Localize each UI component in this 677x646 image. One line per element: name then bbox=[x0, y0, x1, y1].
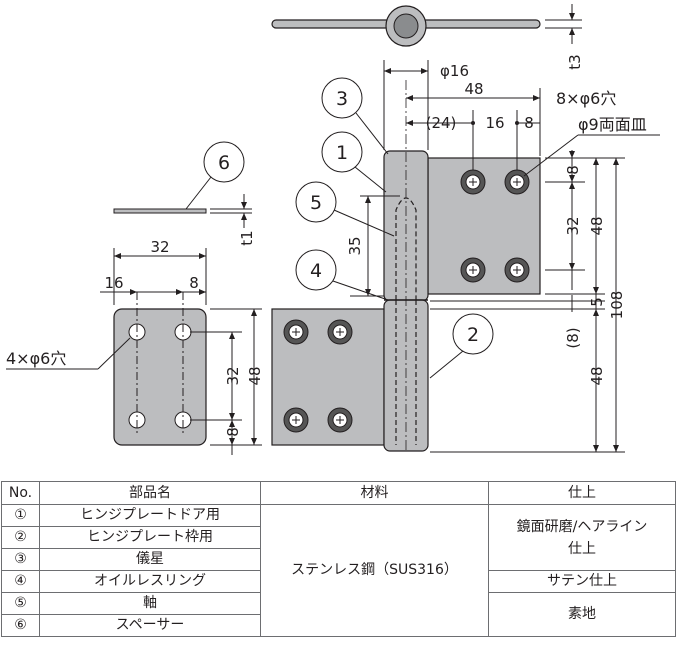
svg-text:2: 2 bbox=[467, 324, 479, 346]
callout-2: 2 bbox=[429, 313, 494, 379]
finish-cell-1: 鏡面研磨/ヘアライン仕上 bbox=[488, 504, 676, 571]
countersunk-hole bbox=[460, 169, 486, 195]
spacer-dim-8v: 8 bbox=[224, 427, 242, 437]
countersunk-hole bbox=[283, 407, 309, 433]
hole-note-2: φ9両面皿 bbox=[578, 115, 647, 134]
callout-4: 4 bbox=[295, 249, 389, 301]
table-row: ⑥ スペーサー bbox=[1, 614, 676, 637]
frame-plate bbox=[271, 308, 385, 446]
svg-text:5: 5 bbox=[310, 192, 322, 214]
hole-note-1: 8×φ6穴 bbox=[556, 89, 616, 108]
spacer-dim-32v: 32 bbox=[224, 366, 242, 385]
countersunk-hole bbox=[460, 257, 486, 283]
spacer-dim-48v: 48 bbox=[246, 366, 264, 385]
top-dimensions: φ16 48 (24) 16 8 8×φ6穴 φ9両面皿 bbox=[383, 60, 660, 177]
table-row: ⑤ 軸 素地 bbox=[1, 592, 676, 637]
row-no: ① bbox=[1, 504, 40, 527]
top-view: t3 bbox=[271, 4, 584, 70]
dim-5-right: 5 bbox=[588, 297, 606, 307]
header-finish: 仕上 bbox=[488, 481, 676, 505]
row-part-name: ヒンジプレート枠用 bbox=[39, 526, 261, 549]
dim-8-right: 8 bbox=[564, 165, 582, 175]
countersunk-hole bbox=[504, 257, 530, 283]
row-part-name: 軸 bbox=[39, 592, 261, 615]
row-no: ⑥ bbox=[1, 614, 40, 637]
dim-48-right-bottom: 48 bbox=[588, 366, 606, 385]
table-header-row: No. 部品名 材料 仕上 bbox=[1, 481, 676, 505]
header-material: 材料 bbox=[260, 481, 489, 505]
row-no: ④ bbox=[1, 570, 40, 593]
callout-5: 5 bbox=[295, 181, 395, 237]
door-plate bbox=[427, 157, 541, 295]
row-part-name: 儀星 bbox=[39, 548, 261, 571]
table-row: ② ヒンジプレート枠用 bbox=[1, 526, 676, 549]
spacer-dim-8: 8 bbox=[189, 274, 199, 292]
countersunk-hole bbox=[327, 407, 353, 433]
svg-text:6: 6 bbox=[218, 152, 230, 174]
dim-24: (24) bbox=[426, 114, 457, 132]
spacer-side-view: t1 bbox=[113, 194, 256, 246]
svg-text:3: 3 bbox=[336, 88, 348, 110]
finish-text-1: 鏡面研磨/ヘアライン仕上 bbox=[516, 518, 648, 557]
finish-cell-2: サテン仕上 bbox=[488, 570, 676, 593]
parts-table: No. 部品名 材料 仕上 ① ヒンジプレートドア用 ステンレス鋼（SUS316… bbox=[1, 481, 676, 637]
spacer-front-view: 32 16 8 4×φ6穴 32 8 48 bbox=[6, 238, 264, 455]
dim-108: 108 bbox=[608, 291, 626, 320]
shaft-dimension: 35 bbox=[346, 195, 400, 297]
row-part-name: スペーサー bbox=[39, 614, 261, 637]
header-no: No. bbox=[1, 481, 40, 505]
dim-t3: t3 bbox=[566, 54, 584, 69]
row-no: ② bbox=[1, 526, 40, 549]
spacer-hole-note: 4×φ6穴 bbox=[6, 349, 66, 368]
spacer-dim-32: 32 bbox=[150, 238, 169, 256]
row-no: ⑤ bbox=[1, 592, 40, 615]
dim-16-holes: 16 bbox=[485, 114, 504, 132]
row-no: ③ bbox=[1, 548, 40, 571]
countersunk-hole bbox=[283, 319, 309, 345]
right-dimensions: 8 32 48 5 108 (8) 48 bbox=[430, 150, 626, 453]
dim-35: 35 bbox=[346, 236, 364, 255]
row-part-name: オイルレスリング bbox=[39, 570, 261, 593]
table-row: ① ヒンジプレートドア用 ステンレス鋼（SUS316） 鏡面研磨/ヘアライン仕上 bbox=[1, 504, 676, 637]
finish-cell-3: 素地 bbox=[488, 592, 676, 637]
hinge-drawing: t3 φ16 48 bbox=[6, 4, 660, 455]
dim-t1: t1 bbox=[238, 230, 256, 245]
row-part-name: ヒンジプレートドア用 bbox=[39, 504, 261, 527]
dim-8-paren: (8) bbox=[564, 327, 582, 348]
callout-6: 6 bbox=[185, 141, 245, 210]
shaft-hidden-line bbox=[395, 197, 417, 300]
callout-3: 3 bbox=[321, 77, 389, 155]
header-part-name: 部品名 bbox=[39, 481, 261, 505]
spacer-dim-16: 16 bbox=[104, 274, 123, 292]
countersunk-hole bbox=[327, 319, 353, 345]
dim-48-top: 48 bbox=[464, 80, 483, 98]
svg-text:4: 4 bbox=[310, 260, 322, 282]
countersunk-hole bbox=[504, 169, 530, 195]
callout-1: 1 bbox=[321, 131, 387, 193]
dim-phi16: φ16 bbox=[440, 62, 469, 80]
knuckle bbox=[383, 80, 429, 452]
svg-text:1: 1 bbox=[336, 142, 348, 164]
dim-8-holes: 8 bbox=[524, 114, 534, 132]
table-row: ④ オイルレスリング サテン仕上 bbox=[1, 570, 676, 593]
dim-48-right-top: 48 bbox=[588, 216, 606, 235]
dim-32-right: 32 bbox=[564, 216, 582, 235]
material-cell: ステンレス鋼（SUS316） bbox=[260, 504, 489, 637]
